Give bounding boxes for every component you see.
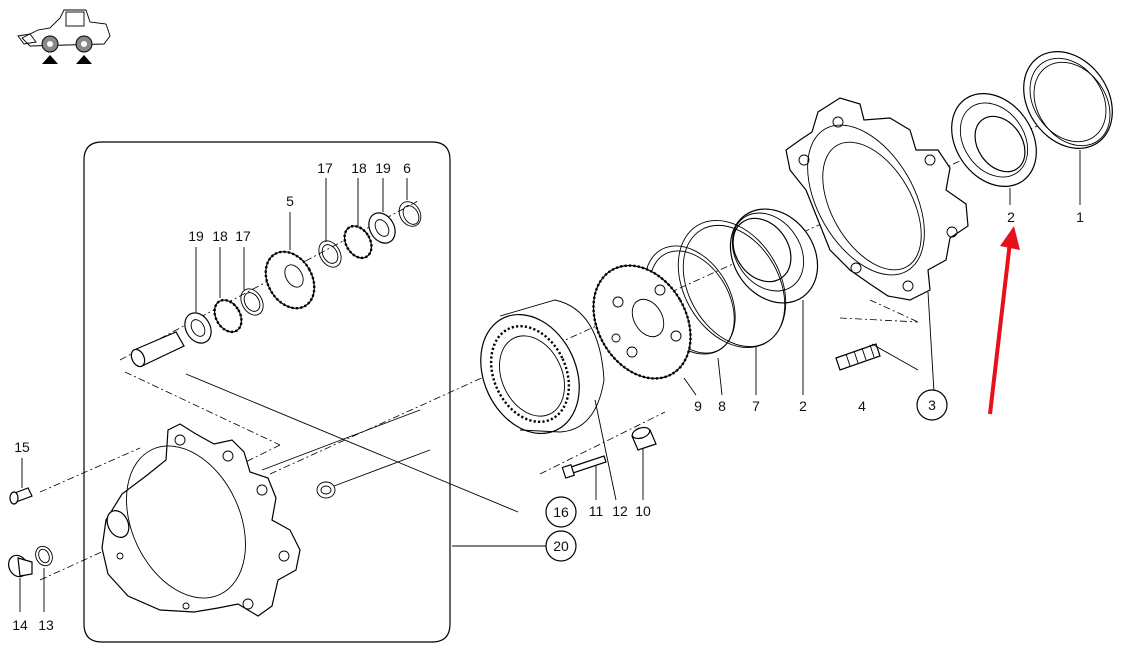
callout-2-bearing: 2 [1007,209,1015,225]
callout-2-inner-bearing: 2 [799,398,807,414]
callout-3-circle: 3 [916,389,948,421]
callout-8: 8 [718,398,726,414]
sub-assembly-frame [83,141,451,643]
callout-18-right: 18 [351,160,367,176]
part-17-spacer-left [240,288,264,316]
part-12-ring-gear [480,299,605,435]
wheel-loader-icon [17,9,111,53]
callout-16: 16 [553,504,569,520]
callout-19-right: 19 [375,160,391,176]
callout-17-right: 17 [317,160,333,176]
part-18-needle-bearing-right [343,224,373,260]
part-17-spacer-right [318,240,342,268]
callout-16-circle: 16 [545,496,577,528]
callout-3: 3 [928,397,936,413]
rear-axle-marker-icon [76,55,92,64]
callout-18-left: 18 [212,228,228,244]
part-4-stud [835,343,881,371]
part-3-wheel-hub [785,97,969,301]
highlight-arrow [988,226,1020,415]
part-20-planetary-housing [101,423,301,617]
part-7-snap-ring [677,219,787,349]
callout-11: 11 [589,503,604,519]
part-18-needle-bearing-left [213,298,243,334]
part-5-planet-gear [264,250,316,310]
part-19-thrust-washer-left [184,312,212,344]
callout-14: 14 [12,617,28,633]
callout-10: 10 [635,503,651,519]
planet-pin-shaft [130,331,185,368]
part-15-screw [9,487,33,505]
part-13-seal-washer [35,545,53,567]
part-9-planet-carrier [592,264,692,380]
part-16-washer [316,481,336,499]
part-19-thrust-washer-right [368,212,396,244]
part-6-circlip [398,201,422,227]
part-14-drain-plug [8,554,33,578]
part-10-sleeve [631,426,657,451]
callout-20: 20 [553,538,569,554]
leader-lines [19,150,1081,612]
callout-9: 9 [694,398,702,414]
callout-15: 15 [14,439,30,455]
callout-4: 4 [858,398,866,414]
callout-20-circle: 20 [545,530,577,562]
callout-12: 12 [612,503,628,519]
part-2-bearing [951,93,1037,187]
callout-5: 5 [286,193,294,209]
front-axle-marker-icon [42,55,58,64]
callout-17-left: 17 [235,228,251,244]
part-1-seal-ring [1023,51,1113,149]
callout-7: 7 [752,398,760,414]
part-11-bolt [561,455,607,479]
callout-1: 1 [1076,209,1084,225]
callout-6: 6 [403,160,411,176]
callout-19-left: 19 [188,228,204,244]
callout-13: 13 [38,617,54,633]
